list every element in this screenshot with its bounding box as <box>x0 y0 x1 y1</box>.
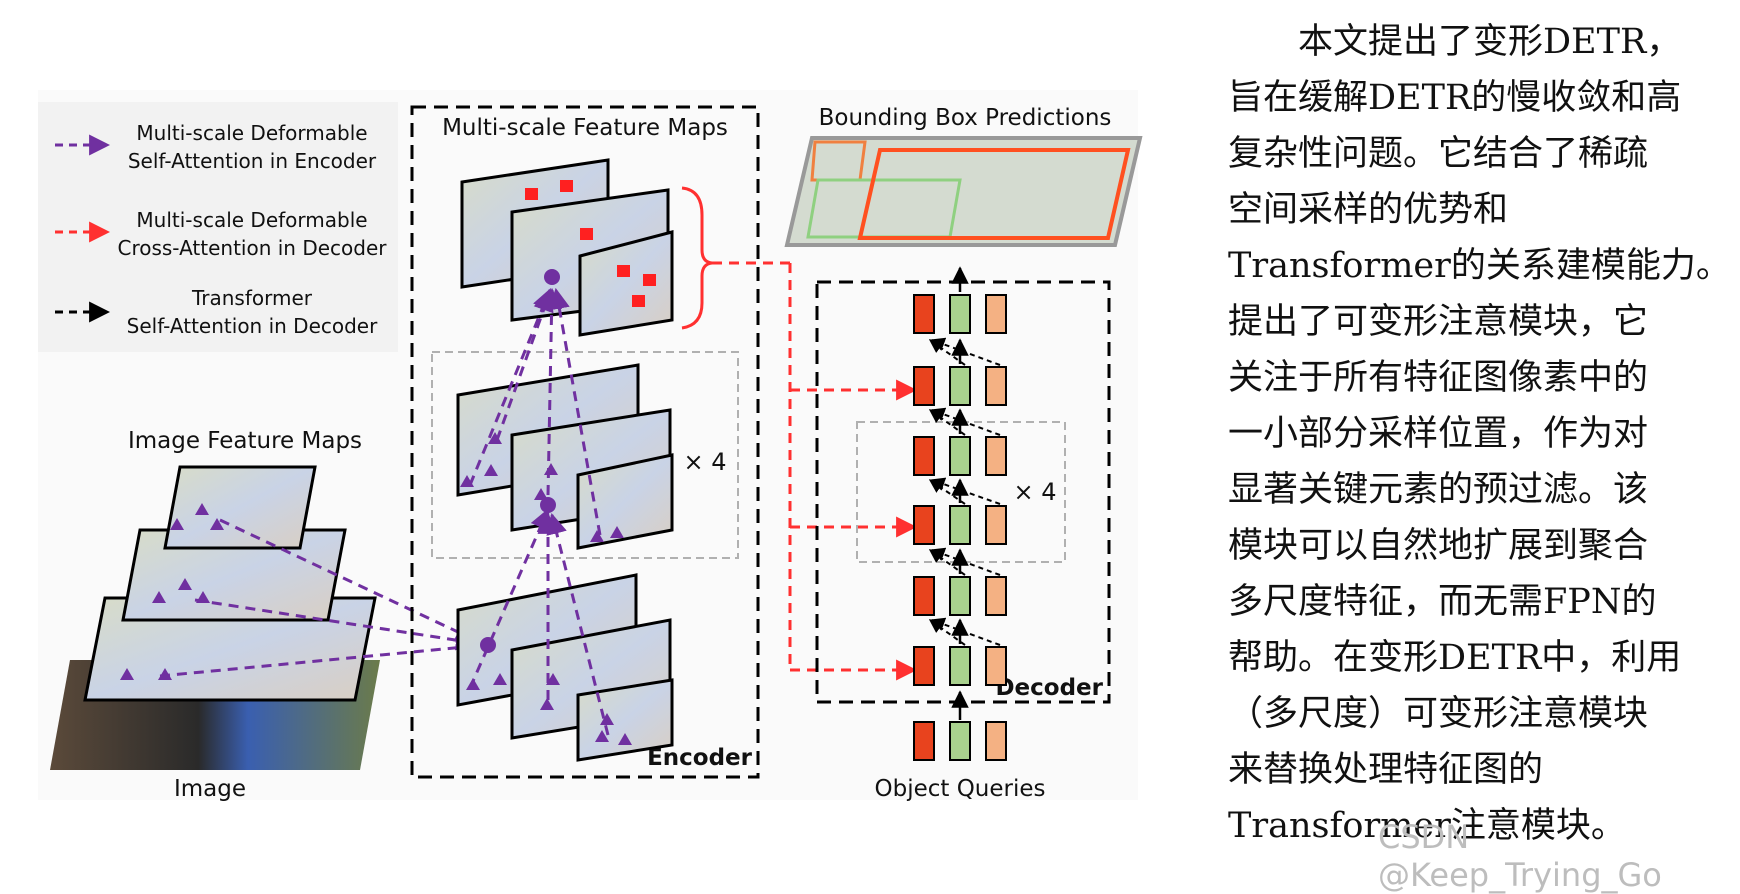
description-line: 一小部分采样位置，作为对 <box>1228 414 1649 454</box>
legend-item1-line1: Multi-scale Deformable <box>136 121 367 145</box>
watermark: CSDN @Keep_Trying_Go <box>1378 818 1662 894</box>
legend-item3-line2: Self-Attention in Decoder <box>127 314 378 338</box>
legend: Multi-scale Deformable Self-Attention in… <box>38 102 398 352</box>
object-queries <box>913 721 1007 761</box>
decoder-label: Decoder <box>995 675 1103 701</box>
multiscale-feature-maps-label: Multi-scale Feature Maps <box>442 115 728 141</box>
legend-item1-line2: Self-Attention in Encoder <box>128 149 377 173</box>
description-text: 本文提出了变形DETR， 旨在缓解DETR的慢收敛和高 复杂性问题。它结合了稀疏… <box>1228 14 1731 854</box>
encoder-label: Encoder <box>647 745 753 771</box>
image-label: Image <box>174 776 246 802</box>
feature-map-small <box>163 465 317 550</box>
deformable-detr-diagram: Multi-scale Deformable Self-Attention in… <box>38 102 1143 802</box>
encoder-repeat-box <box>431 351 739 559</box>
description-line: Transformer的关系建模能力。 <box>1228 246 1731 286</box>
red-sample-points <box>525 180 656 307</box>
cross-attention-arrows <box>712 261 918 681</box>
description-line: Transformer注意模块。 <box>1228 806 1626 846</box>
description-line: 旨在缓解DETR的慢收敛和高 <box>1228 78 1682 118</box>
decoder-query-columns <box>913 294 1007 686</box>
encoder-top-maps <box>460 158 674 337</box>
description-line: 提出了可变形注意模块，它 <box>1228 302 1649 342</box>
query-row-4 <box>913 505 1007 545</box>
decoder-repeat-label: × 4 <box>1013 478 1056 506</box>
description-line: 关注于所有特征图像素中的 <box>1228 358 1649 398</box>
encoder-box <box>410 105 760 779</box>
encoder-self-attention-arrows <box>468 287 610 736</box>
description-line: 帮助。在变形DETR中，利用 <box>1228 638 1682 678</box>
description-line: 模块可以自然地扩展到聚合 <box>1228 526 1649 566</box>
legend-item3-line1: Transformer <box>191 286 313 310</box>
image-stack <box>50 465 380 770</box>
description-line: （多尺度）可变形注意模块 <box>1228 694 1649 734</box>
bbox-prediction-image <box>784 136 1143 247</box>
legend-item2-line2: Cross-Attention in Decoder <box>117 236 387 260</box>
image-to-encoder-arrows <box>159 518 478 678</box>
query-row-1 <box>913 294 1007 334</box>
description-line: 空间采样的优势和 <box>1228 190 1509 230</box>
query-row-5 <box>913 576 1007 616</box>
description-line: 复杂性问题。它结合了稀疏 <box>1228 134 1649 174</box>
decoder-self-attention-arrows <box>928 337 1001 646</box>
encoder-repeat-label: × 4 <box>683 448 726 476</box>
encoder-middle-maps <box>456 363 674 550</box>
query-row-2 <box>913 366 1007 406</box>
image-feature-maps-label: Image Feature Maps <box>128 428 362 454</box>
bbox-predictions-label: Bounding Box Predictions <box>819 105 1112 131</box>
description-line: 来替换处理特征图的 <box>1228 750 1544 790</box>
description-line: 本文提出了变形DETR， <box>1228 22 1682 62</box>
description-line: 显著关键元素的预过滤。该 <box>1228 470 1649 510</box>
query-row-6 <box>913 646 1007 686</box>
legend-item2-line1: Multi-scale Deformable <box>136 208 367 232</box>
description-line: 多尺度特征，而无需FPN的 <box>1228 582 1657 622</box>
object-queries-label: Object Queries <box>874 776 1045 802</box>
query-row-3 <box>913 436 1007 476</box>
